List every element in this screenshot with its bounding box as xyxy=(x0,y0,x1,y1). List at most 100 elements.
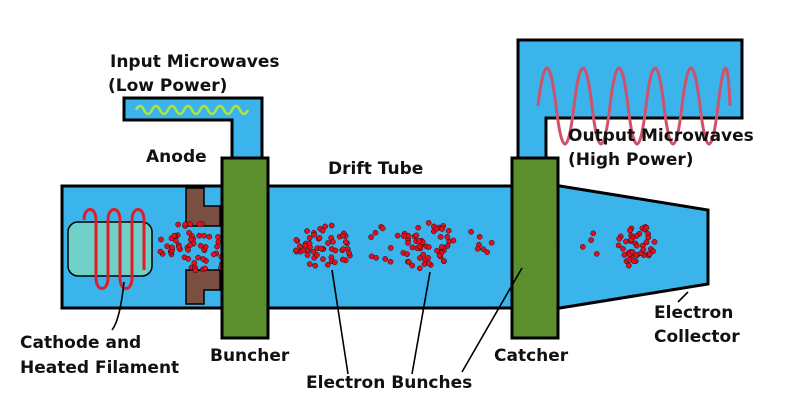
electron-dot xyxy=(445,227,452,234)
electron-dot xyxy=(328,222,335,229)
electron-dot xyxy=(643,239,650,245)
electron-dot xyxy=(474,245,481,252)
buncher-cavity xyxy=(220,156,270,340)
buncher-label: Buncher xyxy=(210,346,290,366)
heated-filament-coil xyxy=(82,208,146,290)
electron-dot xyxy=(640,246,647,253)
electron-dot xyxy=(436,252,443,259)
electron-dot xyxy=(172,237,179,244)
electron-dot xyxy=(439,226,445,232)
output-label-line2: (High Power) xyxy=(568,150,694,170)
output-waveguide xyxy=(516,38,744,170)
electron-dot xyxy=(628,236,634,243)
electron-dot xyxy=(202,244,209,250)
electron-dot xyxy=(593,250,600,257)
electron-dot xyxy=(339,232,346,239)
electron-dot xyxy=(316,235,323,241)
electron-dot xyxy=(409,262,416,269)
electron-dot xyxy=(621,252,628,258)
electron-dot xyxy=(626,262,632,269)
electron-dot xyxy=(215,239,222,245)
electron-dot xyxy=(186,229,192,236)
bunch-leader-3 xyxy=(461,267,523,373)
electron-dot xyxy=(626,257,633,263)
output-microwave-wave xyxy=(536,66,732,146)
electron-dot xyxy=(468,228,474,235)
electron-dot xyxy=(368,234,374,240)
electron-dot xyxy=(197,242,204,249)
electron-dot xyxy=(437,234,444,240)
electron-dot xyxy=(176,244,182,251)
electron-dot xyxy=(304,252,311,258)
anode-label: Anode xyxy=(146,147,207,167)
bunch-leader-1 xyxy=(331,269,349,375)
electron-dot xyxy=(325,240,331,246)
electron-dot xyxy=(488,239,495,246)
electron-dot xyxy=(157,248,164,255)
electron-dot xyxy=(306,261,313,267)
electron-dot xyxy=(441,258,447,264)
electron-dot xyxy=(332,247,339,254)
electron-dot xyxy=(425,220,432,226)
electron-bunches-label: Electron Bunches xyxy=(306,373,472,393)
electron-dot xyxy=(171,232,178,239)
electron-dot xyxy=(420,251,427,258)
electron-dot xyxy=(201,232,207,239)
electron-dot xyxy=(627,227,633,234)
electron-dot xyxy=(387,245,394,251)
cathode-label-line1: Cathode and xyxy=(20,333,141,353)
electron-dot xyxy=(484,249,491,255)
bunch-leader-2 xyxy=(411,271,431,375)
electron-dot xyxy=(476,233,483,240)
electron-dot xyxy=(169,244,175,251)
electron-dot xyxy=(450,237,457,244)
electron-dot xyxy=(416,265,423,272)
electron-dot xyxy=(405,240,411,246)
electron-dot xyxy=(405,259,412,265)
electron-dot xyxy=(416,238,423,244)
electron-dot xyxy=(304,228,310,234)
electron-dot xyxy=(382,256,389,262)
electron-dot xyxy=(438,244,445,250)
input-label-line2: (Low Power) xyxy=(108,76,227,96)
electron-dot xyxy=(331,259,338,266)
electron-dot xyxy=(415,224,422,231)
electron-dot xyxy=(214,243,220,250)
electron-dot xyxy=(314,251,320,258)
electron-dot xyxy=(185,256,192,262)
electron-dot xyxy=(620,245,626,252)
electron-dot xyxy=(346,250,352,256)
electron-dot xyxy=(306,235,313,241)
electron-dot xyxy=(339,256,346,263)
electron-dot xyxy=(330,238,336,245)
electron-dot xyxy=(196,232,203,239)
electron-dot xyxy=(417,255,423,261)
electron-dot xyxy=(416,243,423,250)
electron-dot xyxy=(368,253,375,260)
electron-dot xyxy=(342,239,349,245)
electron-dot xyxy=(187,236,194,243)
electron-dot xyxy=(324,261,331,268)
electron-dot xyxy=(394,232,401,239)
electron-dot xyxy=(306,240,313,247)
electron-dot xyxy=(187,242,193,248)
electron-dot xyxy=(310,248,317,255)
electron-dot xyxy=(379,225,386,232)
electron-dot xyxy=(404,251,410,257)
electron-dot xyxy=(210,251,217,258)
electron-dot xyxy=(206,233,213,240)
electron-dot xyxy=(200,256,206,262)
electron-dot xyxy=(425,254,432,261)
electron-dot xyxy=(405,233,412,239)
electron-dot xyxy=(387,258,394,265)
electron-dot xyxy=(413,232,420,239)
input-microwave-wave xyxy=(134,104,250,116)
electron-dot xyxy=(651,239,658,245)
cathode-leader xyxy=(111,281,125,331)
electron-dot xyxy=(311,231,318,238)
input-label-line1: Input Microwaves xyxy=(110,52,280,72)
electron-dot xyxy=(319,227,326,234)
electron-dot xyxy=(300,247,307,254)
electron-dot xyxy=(372,229,379,236)
